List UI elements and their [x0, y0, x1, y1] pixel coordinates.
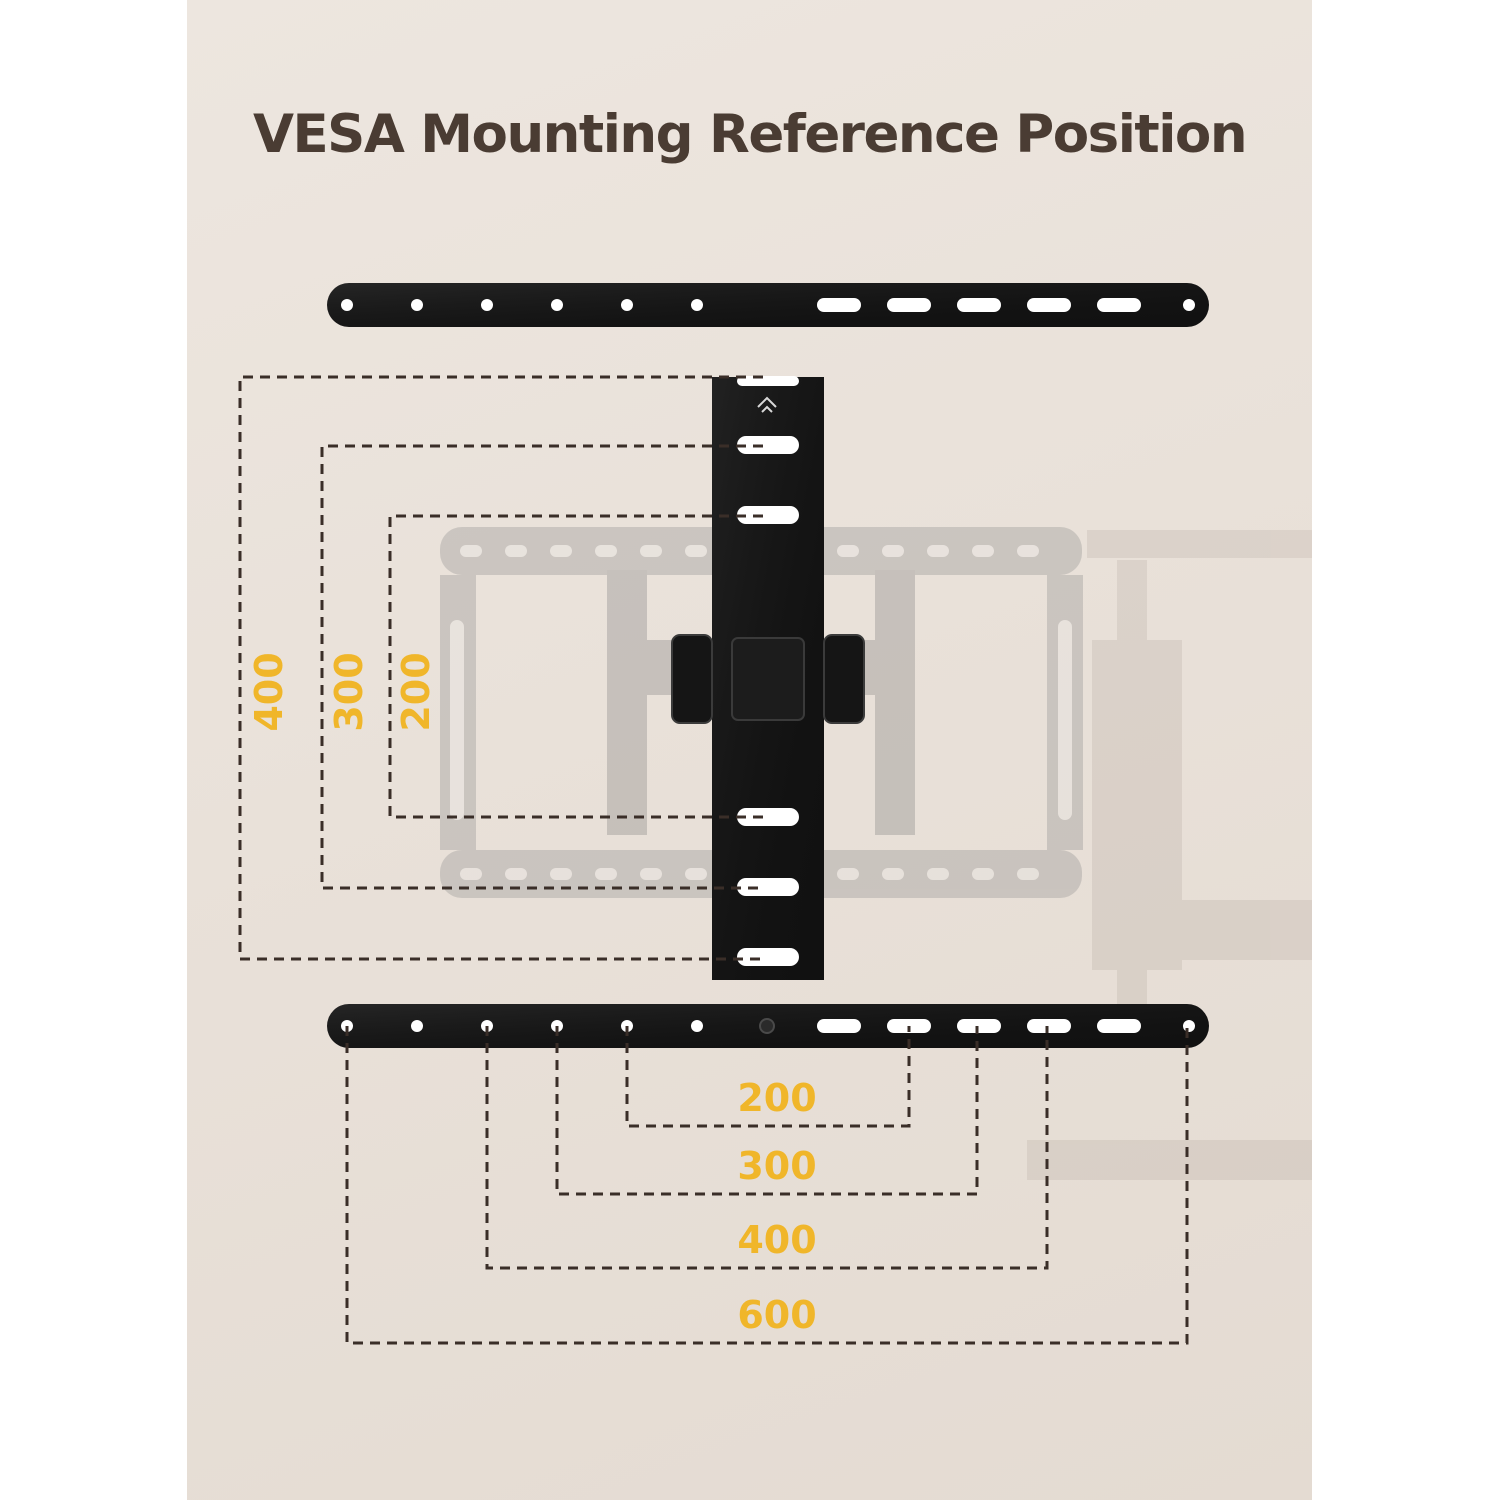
diagram-panel: VESA Mounting Reference Position — [187, 0, 1312, 1500]
page-title: VESA Mounting Reference Position — [252, 104, 1248, 165]
background-shadow — [1027, 530, 1312, 1180]
horizontal-dim-400-line — [485, 1026, 1049, 1270]
horizontal-dim-600-label: 600 — [737, 1293, 816, 1337]
horizontal-dim-300-label: 300 — [737, 1144, 816, 1188]
vertical-bracket — [671, 376, 865, 980]
vertical-dim-300-label: 300 — [327, 652, 371, 731]
vertical-dim-400-label: 400 — [247, 652, 291, 731]
vesa-diagram: 400 300 200 200 300 400 600 — [238, 283, 1312, 1345]
bottom-horizontal-bracket — [327, 1004, 1209, 1048]
horizontal-dim-400-label: 400 — [737, 1218, 816, 1262]
horizontal-dim-600-line — [345, 1026, 1189, 1345]
vertical-dimension-lines — [238, 375, 763, 961]
vertical-dim-200-label: 200 — [394, 652, 438, 731]
horizontal-dim-200-label: 200 — [737, 1076, 816, 1120]
vertical-dim-400-line — [238, 375, 763, 961]
horizontal-dimension-lines — [345, 1026, 1189, 1345]
horizontal-dim-200-line — [625, 1026, 911, 1128]
horizontal-dim-300-line — [555, 1026, 979, 1196]
top-horizontal-bracket — [327, 283, 1209, 327]
